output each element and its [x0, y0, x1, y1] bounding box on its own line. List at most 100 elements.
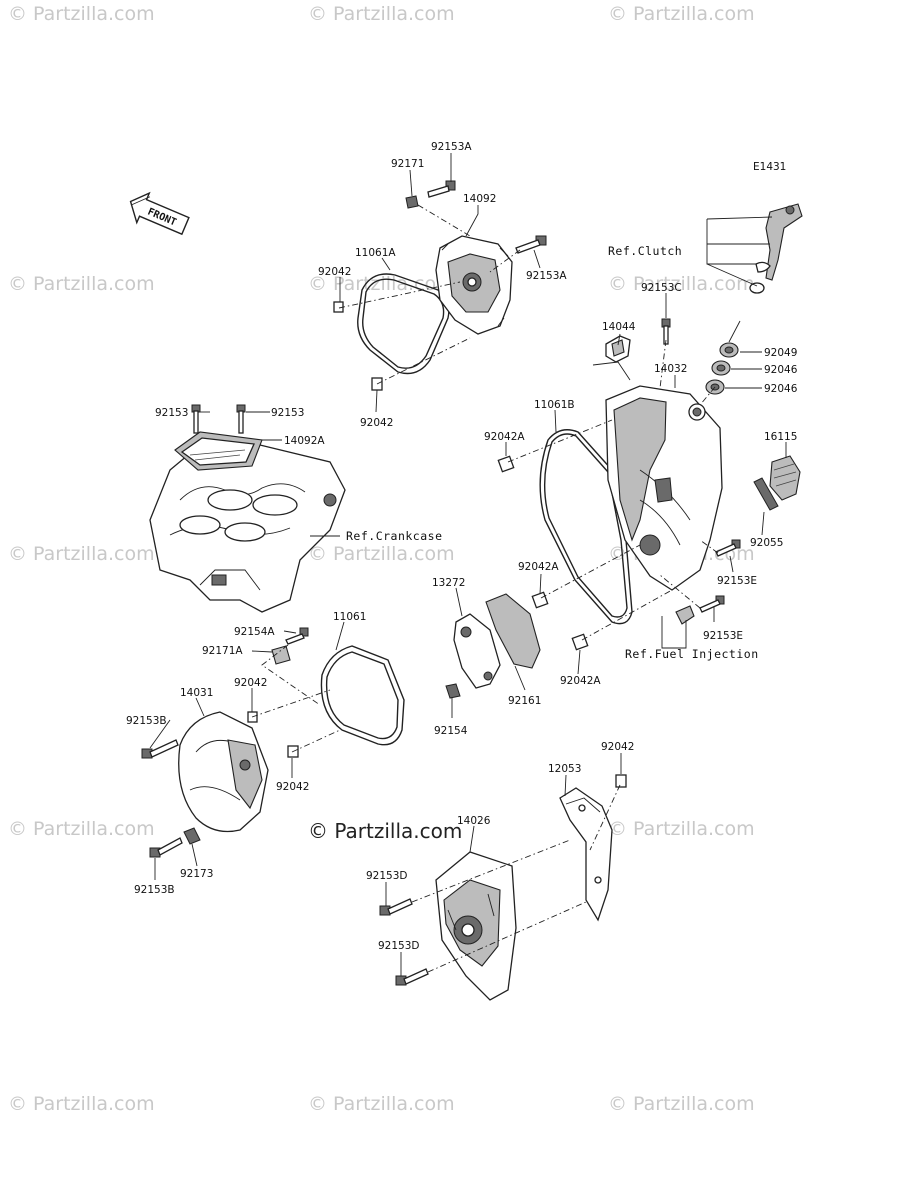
part-label-92046: 92046 [764, 383, 798, 395]
part-label-92042a: 92042A [560, 675, 601, 687]
bolt-92154a [285, 627, 309, 645]
part-label-14044: 14044 [602, 321, 636, 333]
part-label-92153d: 92153D [378, 940, 420, 952]
reference-labels: Ref.Clutch Ref.Crankcase Ref.Fuel Inject… [346, 244, 759, 661]
part-label-92153b: 92153B [126, 715, 167, 727]
bolt-92153c [661, 318, 671, 345]
part-label-92055: 92055 [750, 537, 783, 549]
part-label-92171: 92171 [391, 158, 424, 170]
part-label-13272: 13272 [432, 577, 465, 589]
clutch-spring-ref [755, 261, 771, 273]
clutch-washer-ref [749, 282, 765, 294]
gasket-11061b [539, 429, 633, 625]
gasket-11061a [357, 273, 450, 375]
part-label-92153a: 92153A [526, 270, 567, 282]
part-label-92042: 92042 [318, 266, 351, 278]
part-label-14031: 14031 [180, 687, 213, 699]
bolt-92153b-lower [149, 837, 183, 858]
part-label-11061: 11061 [333, 611, 366, 623]
part-label-92153d: 92153D [366, 870, 408, 882]
leader-lines [149, 153, 787, 976]
part-label-14092a: 14092A [284, 435, 325, 447]
sprocket-cover-assembly [379, 774, 627, 1001]
watermark: © Partzilla.com [8, 273, 155, 295]
watermark: © Partzilla.com [308, 1093, 455, 1115]
part-label-92153c: 92153C [641, 282, 682, 294]
crankcase-ref [149, 404, 346, 613]
gasket-92161 [485, 593, 541, 669]
watermark: © Partzilla.com [8, 3, 155, 25]
watermark: © Partzilla.com [608, 3, 755, 25]
part-label-92154a: 92154A [234, 626, 275, 638]
watermark: © Partzilla.com [308, 543, 455, 565]
bolt-92153d-upper [379, 898, 413, 916]
part-label-92042: 92042 [276, 781, 309, 793]
part-label-92042: 92042 [601, 741, 634, 753]
watermark-main: © Partzilla.com [308, 819, 462, 843]
part-label-92042: 92042 [234, 677, 267, 689]
part-label-16115: 16115 [764, 431, 797, 443]
gasket-11061 [320, 645, 405, 746]
part-label-92049: 92049 [764, 347, 797, 359]
bolt-92153b-upper [141, 739, 179, 759]
bolt-92153e-upper [715, 539, 741, 557]
part-label-92042: 92042 [360, 417, 393, 429]
watermark: © Partzilla.com [8, 543, 155, 565]
part-label-92153: 92153 [271, 407, 304, 419]
watermark: © Partzilla.com [8, 1093, 155, 1115]
watermark: © Partzilla.com [608, 1093, 755, 1115]
clutch-cover-assembly [497, 203, 803, 651]
part-label-14092: 14092 [463, 193, 496, 205]
bolt-92154 [445, 683, 461, 699]
part-label-92153e: 92153E [717, 575, 757, 587]
ref-label-crankcase: Ref.Crankcase [346, 529, 443, 543]
chain-guide-12053 [559, 787, 613, 922]
diagram-code: E1431 [753, 161, 786, 173]
part-labels: 92153A 92171 14092 11061A 92042 92153A 9… [126, 141, 798, 952]
bolt-92153a-top [427, 180, 456, 198]
front-arrow-icon: FRONT [129, 191, 190, 236]
clamp-92171a [271, 645, 291, 665]
part-label-92153e: 92153E [703, 630, 743, 642]
watermark: © Partzilla.com [308, 3, 455, 25]
watermark: © Partzilla.com [608, 818, 755, 840]
generator-cover-assembly [141, 627, 405, 858]
oil-filler-cap-16115 [769, 455, 801, 501]
o-ring-92055 [753, 477, 779, 511]
part-label-92153b: 92153B [134, 884, 175, 896]
clutch-lever-ref [765, 203, 803, 281]
part-label-92171a: 92171A [202, 645, 243, 657]
part-label-14026: 14026 [457, 815, 491, 827]
part-label-92154: 92154 [434, 725, 468, 737]
ref-label-fuel-injection: Ref.Fuel Injection [625, 647, 759, 661]
part-label-11061b: 11061B [534, 399, 575, 411]
dowel-92042 [615, 774, 627, 788]
part-label-92153a: 92153A [431, 141, 472, 153]
dowel-92042a [571, 633, 589, 651]
dowel-92042a [497, 455, 515, 473]
pickup-cover-assembly [333, 180, 547, 391]
part-label-92161: 92161 [508, 695, 541, 707]
part-label-92046: 92046 [764, 364, 798, 376]
part-label-11061a: 11061A [355, 247, 396, 259]
part-label-92173: 92173 [180, 868, 213, 880]
bolt-92153-left [191, 404, 201, 434]
part-label-92042a: 92042A [484, 431, 525, 443]
part-label-92153: 92153 [155, 407, 188, 419]
plate-13272 [453, 613, 501, 689]
dowel-92042a [531, 591, 549, 609]
washer-92171 [405, 195, 419, 209]
part-label-14032: 14032 [654, 363, 687, 375]
clamp-92173 [183, 827, 201, 845]
bolt-92153e-lower [699, 595, 725, 613]
watermark: © Partzilla.com [308, 273, 455, 295]
part-label-92042a: 92042A [518, 561, 559, 573]
bolt-92153a-right [515, 235, 547, 254]
plate-13272-assembly [445, 593, 541, 699]
ref-label-clutch: Ref.Clutch [608, 244, 682, 258]
watermark: © Partzilla.com [8, 818, 155, 840]
fuel-injection-ref-part [675, 605, 695, 625]
watermark: © Partzilla.com [608, 273, 755, 295]
